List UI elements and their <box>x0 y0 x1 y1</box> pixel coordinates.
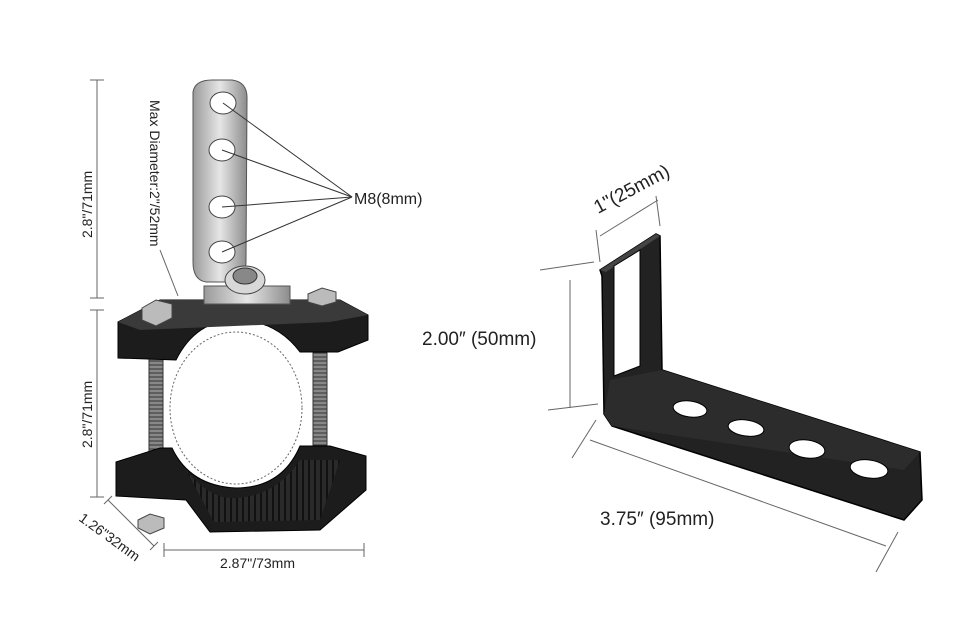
bracket-hole-1 <box>672 400 708 418</box>
bottom-dimension-lines <box>103 495 365 557</box>
lower-clamp-block <box>115 445 367 535</box>
bracket-hole-4 <box>849 459 889 479</box>
bottom-nut <box>137 513 165 535</box>
clamp-mount: 2.8"/71mm 2.8"/71mm Max Diameter:2"/52mm… <box>76 79 422 571</box>
l-bracket: 1"(25mm) 2.00″ (50mm) 3.75″ (95mm) <box>422 161 923 573</box>
width-label: 2.87"/73mm <box>220 555 295 571</box>
bracket-length-label: 3.75″ (95mm) <box>600 509 714 530</box>
diameter-leader-line <box>159 249 179 297</box>
upper-clamp-block <box>117 265 369 361</box>
bracket-hole-2 <box>727 419 765 437</box>
max-diameter-label: Max Diameter:2"/52mm <box>147 100 163 247</box>
bracket-height-label: 2.00″ (50mm) <box>422 329 536 350</box>
hole-size-leader-lines <box>221 102 353 253</box>
height-dimension-lines <box>90 79 104 498</box>
bracket-hole-3 <box>788 439 826 459</box>
steel-plate <box>192 79 248 283</box>
upper-height-label: 2.8"/71mm <box>79 171 95 238</box>
bracket-dimension-lines <box>539 195 899 573</box>
hole-size-label: M8(8mm) <box>354 191 422 208</box>
pipe-outline <box>169 331 303 485</box>
depth-label: 1.26"32mm <box>76 509 143 564</box>
lower-height-label: 2.8"/71mm <box>79 381 95 448</box>
bracket-width-label: 1"(25mm) <box>590 161 673 218</box>
vertical-slot <box>613 249 641 377</box>
